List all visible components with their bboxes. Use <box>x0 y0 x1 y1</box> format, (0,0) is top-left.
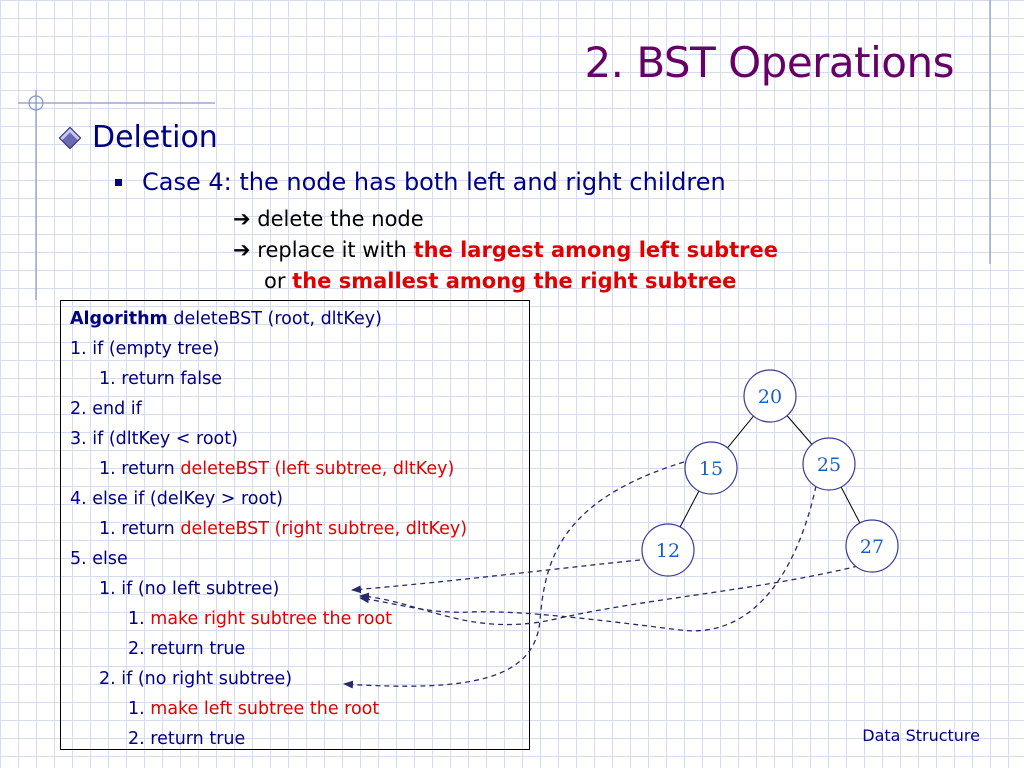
bullet-deletion-text: Deletion <box>92 120 218 155</box>
step-delete-node: ➔ delete the node <box>233 207 424 231</box>
algorithm-line-text: 1. <box>128 609 151 629</box>
algorithm-line: 1. return deleteBST (right subtree, dltK… <box>99 519 467 539</box>
arrow-right-icon: ➔ <box>233 207 251 231</box>
algorithm-line-text: 1. return <box>99 459 181 479</box>
algorithm-line-text: 1. return <box>99 519 181 539</box>
algorithm-line-text: 1. if (no left subtree) <box>99 579 280 599</box>
step-replace-highlight: the largest among left subtree <box>413 238 779 262</box>
algorithm-line: 1. make left subtree the root <box>128 699 379 719</box>
algorithm-header: Algorithm deleteBST (root, dltKey) <box>70 309 382 329</box>
tree-edge <box>840 486 861 524</box>
tree-node-circle <box>845 519 899 573</box>
algorithm-line: 1. if (empty tree) <box>70 339 219 359</box>
tree-node: 27 <box>845 519 899 573</box>
algorithm-line-text: 3. if (dltKey < root) <box>70 429 238 449</box>
algorithm-line: 1. if (no left subtree) <box>99 579 279 599</box>
algorithm-line-text: 5. else <box>70 549 128 569</box>
algorithm-signature: deleteBST (root, dltKey) <box>167 309 382 329</box>
algorithm-line: 1. return deleteBST (left subtree, dltKe… <box>99 459 454 479</box>
bullet-deletion: Deletion <box>58 120 218 155</box>
algorithm-line: 1. return false <box>99 369 222 389</box>
algorithm-line: 4. else if (delKey > root) <box>70 489 283 509</box>
algorithm-line-highlight: make right subtree the root <box>150 609 393 629</box>
algorithm-line: 2. return true <box>128 639 245 659</box>
algorithm-line-text: 4. else if (delKey > root) <box>70 489 283 509</box>
tree-edge <box>679 490 700 528</box>
tree-edges <box>679 415 861 528</box>
algorithm-line-text: 2. end if <box>70 399 142 419</box>
algorithm-line-text: 2. return true <box>128 639 246 659</box>
tree-nodes: 20 15 25 12 27 <box>641 369 899 577</box>
tree-node-label: 20 <box>758 386 782 408</box>
tree-edge <box>727 415 754 449</box>
algorithm-line: 2. end if <box>70 399 142 419</box>
step-or: or the smallest among the right subtree <box>264 269 736 293</box>
algorithm-line-highlight: make left subtree the root <box>150 699 380 719</box>
algorithm-line: 2. return true <box>128 729 245 749</box>
algorithm-line-text: 1. if (empty tree) <box>70 339 220 359</box>
dashed-arrow <box>351 559 641 594</box>
footer-text: Data Structure <box>862 726 980 745</box>
step-replace-prefix: replace it with <box>257 238 414 262</box>
algorithm-line: 5. else <box>70 549 128 569</box>
bullet-case4-text: Case 4: the node has both left and right… <box>142 168 726 196</box>
algorithm-line: 1. make right subtree the root <box>128 609 392 629</box>
slide-title: 2. BST Operations <box>584 38 954 87</box>
tree-node-circle <box>743 369 797 423</box>
step-or-highlight: the smallest among the right subtree <box>292 269 737 293</box>
algorithm-line-highlight: deleteBST (left subtree, dltKey) <box>180 459 455 479</box>
tree-node-label: 12 <box>656 540 680 562</box>
algorithm-line-text: 1. return false <box>99 369 222 389</box>
tree-node-label: 25 <box>817 454 841 476</box>
tree-node-circle <box>802 437 856 491</box>
dashed-arrows <box>343 461 859 689</box>
tree-node-label: 27 <box>860 536 884 558</box>
algorithm-line-highlight: deleteBST (right subtree, dltKey) <box>180 519 468 539</box>
tree-node-circle <box>684 441 738 495</box>
step-delete-node-text: delete the node <box>257 207 424 231</box>
tree-node: 25 <box>802 437 856 491</box>
algorithm-line-text: 1. <box>128 699 151 719</box>
algorithm-keyword: Algorithm <box>70 309 168 329</box>
dashed-arrow <box>359 485 817 632</box>
tree-node: 20 <box>743 369 797 423</box>
tree-node-circle <box>641 523 695 577</box>
arrow-right-icon: ➔ <box>233 238 251 262</box>
algorithm-line-text: 2. if (no right subtree) <box>99 669 293 689</box>
step-replace: ➔ replace it with the largest among left… <box>233 238 778 262</box>
algorithm-line: 3. if (dltKey < root) <box>70 429 238 449</box>
tree-node: 12 <box>641 523 695 577</box>
step-or-prefix: or <box>264 269 293 293</box>
algorithm-line: 2. if (no right subtree) <box>99 669 292 689</box>
tree-node: 15 <box>684 441 738 495</box>
tree-node-label: 15 <box>699 458 723 480</box>
square-bullet-icon <box>115 178 122 186</box>
dashed-arrow <box>359 565 859 626</box>
tree-edge <box>786 415 813 445</box>
bullet-case4: Case 4: the node has both left and right… <box>115 168 726 196</box>
algorithm-line-text: 2. return true <box>128 729 246 749</box>
algorithm-box <box>60 300 530 750</box>
